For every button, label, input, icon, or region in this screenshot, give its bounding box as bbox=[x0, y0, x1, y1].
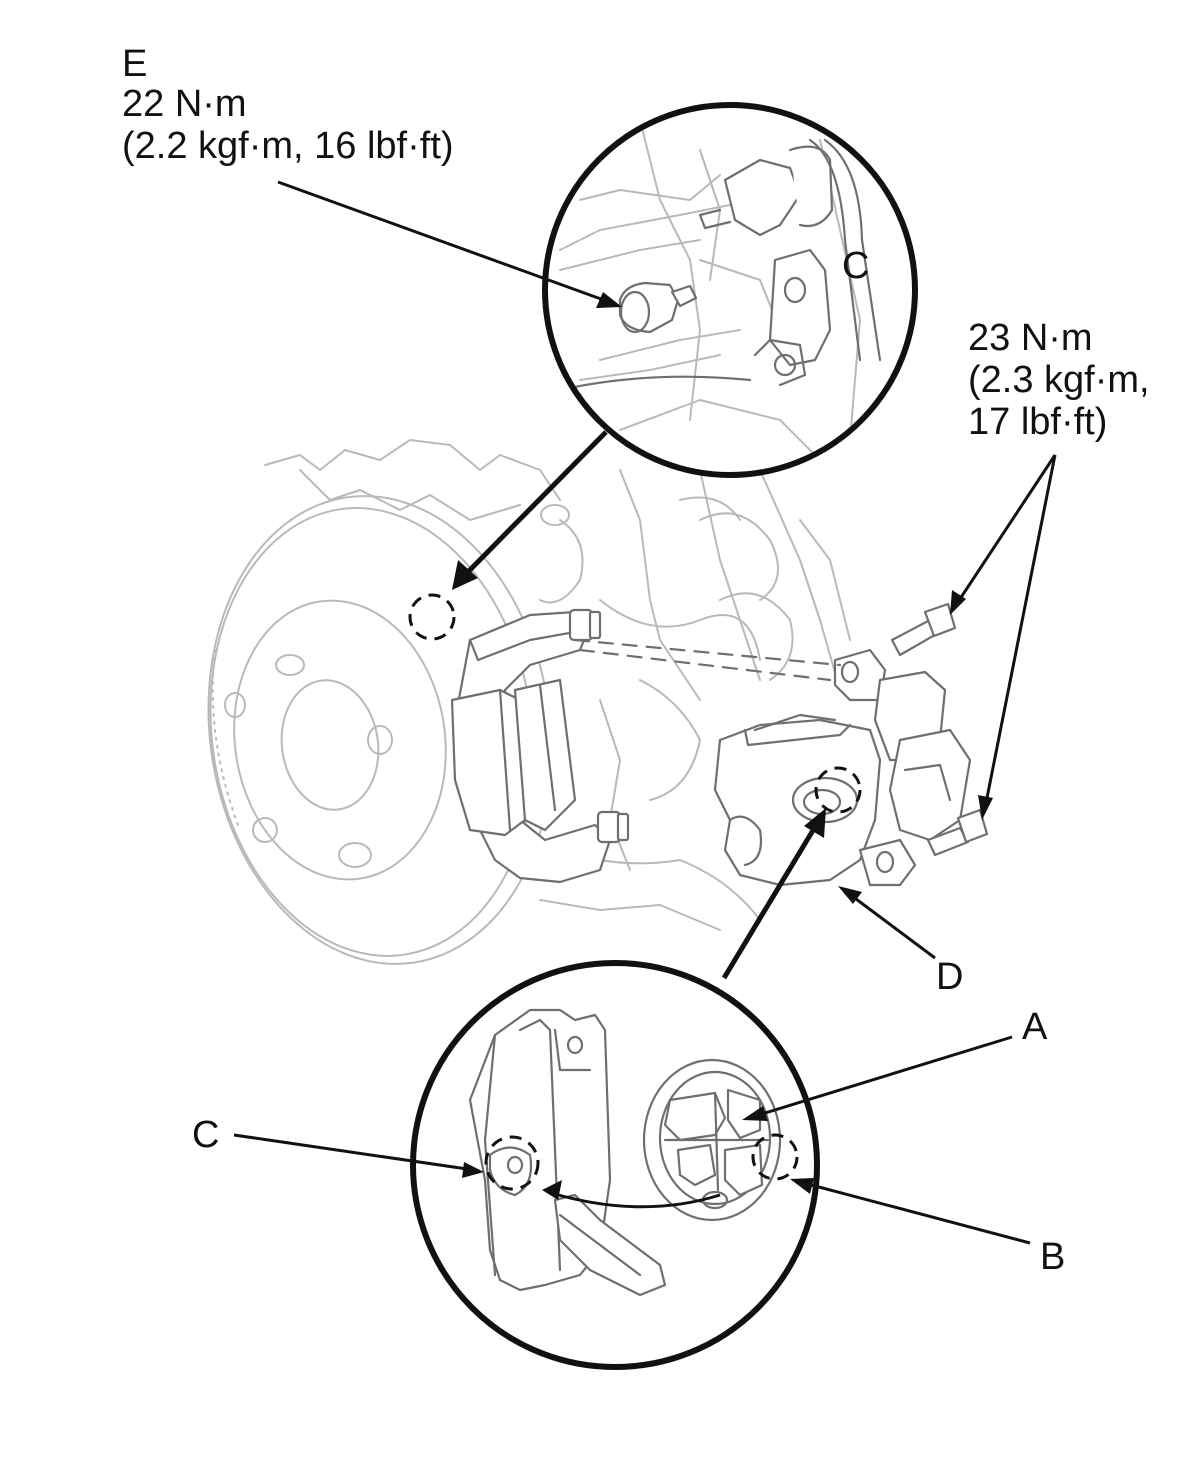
caliper-assembly-d bbox=[713, 602, 989, 887]
label-c-bottom: C bbox=[192, 1114, 220, 1156]
suspension-background bbox=[264, 439, 851, 931]
top-detail-inset bbox=[542, 102, 918, 478]
label-e-torque: 22 N·m bbox=[122, 83, 247, 125]
label-bolt-torque-alt2: 17 lbf·ft) bbox=[968, 401, 1108, 443]
label-bolt-torque: 23 N·m bbox=[968, 317, 1093, 359]
label-b: B bbox=[1040, 1236, 1066, 1278]
label-a: A bbox=[1022, 1006, 1048, 1048]
detail-marker-circle bbox=[408, 593, 456, 641]
label-e-torque-alt: (2.2 kgf·m, 16 lbf·ft) bbox=[122, 125, 454, 167]
label-c-top: C bbox=[842, 245, 870, 287]
label-e: E bbox=[122, 43, 148, 85]
label-bolt-torque-alt1: (2.3 kgf·m, bbox=[968, 359, 1150, 401]
caliper-bracket bbox=[450, 608, 630, 884]
pin-marker-circle bbox=[814, 766, 862, 814]
bottom-detail-inset bbox=[410, 960, 820, 1370]
label-d: D bbox=[936, 956, 964, 998]
